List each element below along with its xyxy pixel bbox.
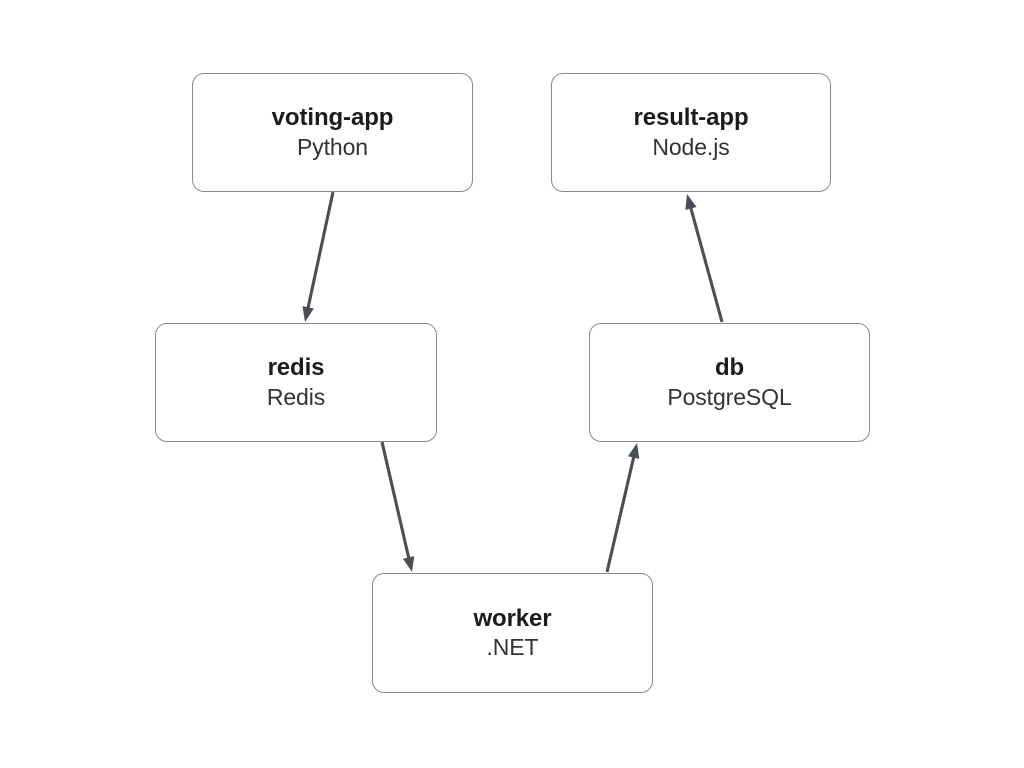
node-result-app[interactable]: result-app Node.js — [551, 73, 831, 192]
edge-worker-to-db — [605, 443, 640, 573]
node-subtitle: Python — [296, 133, 368, 160]
node-title: voting-app — [271, 104, 394, 132]
node-subtitle: .NET — [486, 634, 539, 661]
node-voting-app[interactable]: voting-app Python — [192, 73, 473, 192]
node-title: redis — [267, 354, 325, 382]
node-worker[interactable]: worker .NET — [372, 573, 653, 693]
node-redis[interactable]: redis Redis — [155, 323, 437, 442]
edge-redis-to-worker — [380, 441, 415, 572]
node-title: worker — [473, 604, 552, 632]
edge-db-to-result-app — [685, 194, 724, 323]
arrowhead-icon — [627, 443, 640, 459]
node-subtitle: Redis — [266, 383, 326, 410]
edge-voting-app-to-redis — [302, 191, 335, 322]
arrowhead-icon — [402, 556, 415, 572]
node-subtitle: PostgreSQL — [667, 383, 792, 410]
node-subtitle: Node.js — [652, 133, 730, 160]
arrowhead-icon — [302, 306, 314, 322]
node-title: result-app — [633, 104, 749, 132]
node-db[interactable]: db PostgreSQL — [589, 323, 870, 442]
arrowhead-icon — [685, 194, 697, 210]
node-title: db — [714, 354, 745, 382]
